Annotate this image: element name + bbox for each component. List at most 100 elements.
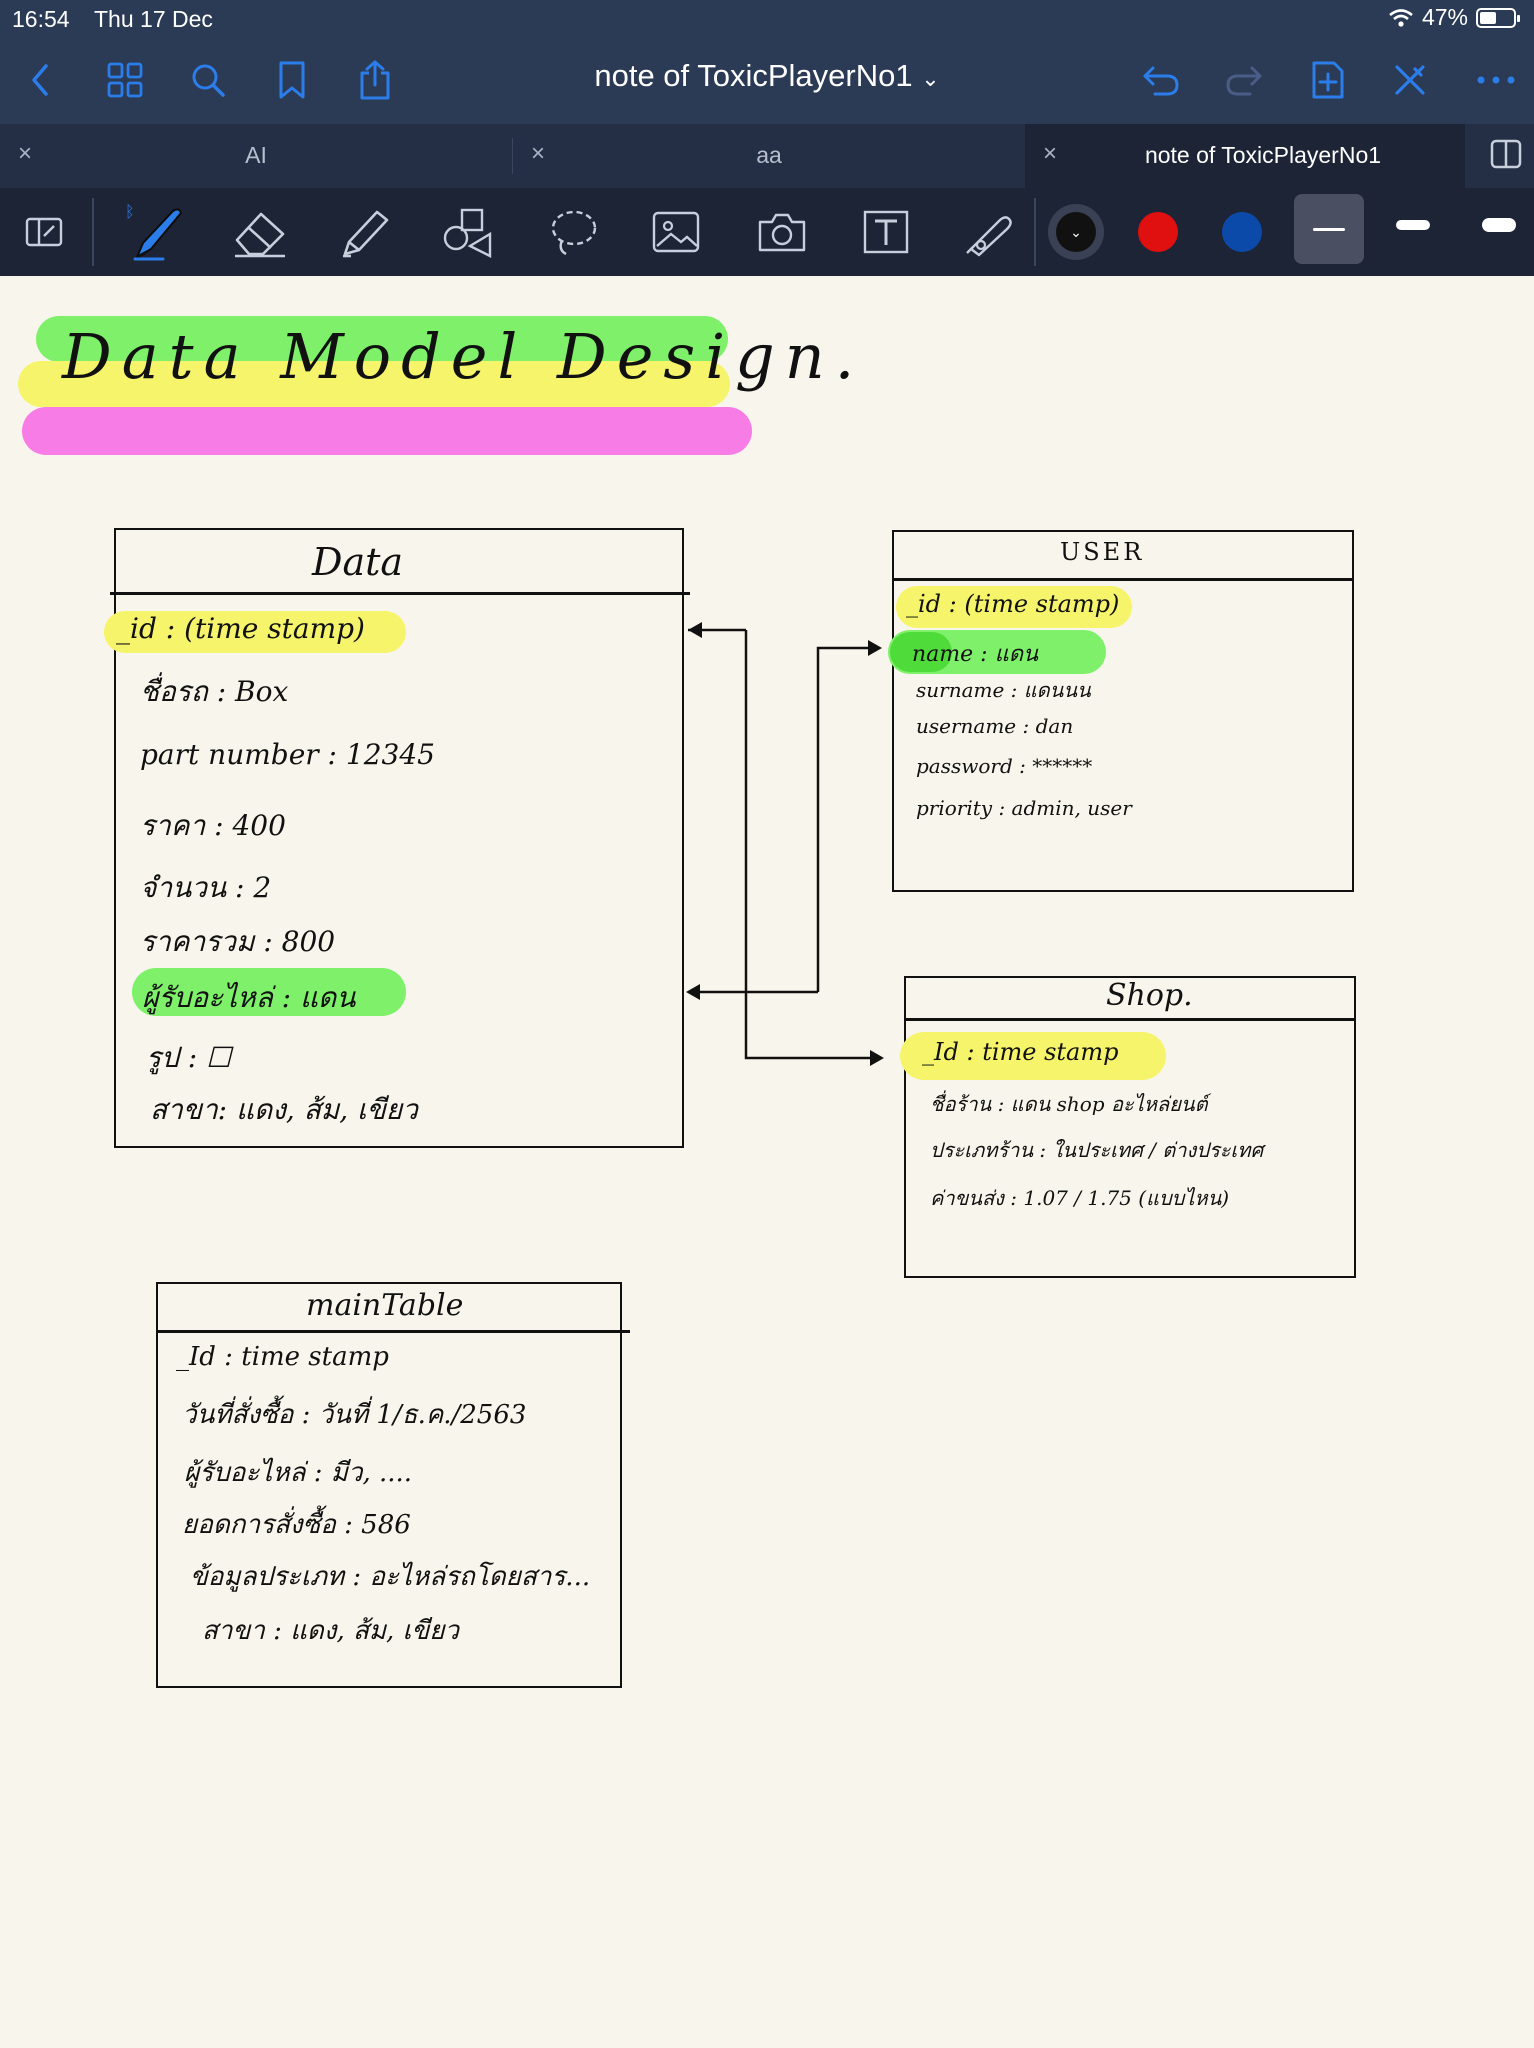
pen-tool[interactable]: ᛒ (122, 202, 190, 262)
lasso-tool[interactable] (544, 202, 604, 262)
search-button[interactable] (184, 56, 232, 104)
tab-ai[interactable]: × AI (0, 124, 512, 188)
share-icon (360, 60, 390, 100)
svg-text:ᛒ: ᛒ (125, 202, 135, 221)
stroke-thin-icon (1313, 227, 1345, 231)
highlight-green (36, 316, 728, 362)
shop-row: ประเภทร้าน : ในประเทศ / ต่างประเทศ (930, 1138, 1264, 1162)
toolbar-divider (1034, 198, 1036, 266)
highlighter-tool[interactable] (334, 202, 394, 262)
back-icon (32, 64, 48, 96)
highlight-yellow (18, 361, 730, 407)
highlight-yellow (896, 586, 1132, 628)
data-row: รูป : ☐ (146, 1041, 232, 1074)
share-button[interactable] (351, 56, 399, 104)
main-row: _Id : time stamp (176, 1342, 389, 1372)
color-swatch-blue[interactable] (1222, 212, 1262, 252)
data-row: ผู้รับอะไหล่ : แดน (142, 981, 356, 1014)
user-table-title: USER (1060, 538, 1145, 566)
battery-icon (1476, 7, 1520, 28)
shop-table-divider (904, 1018, 1356, 1021)
image-tool[interactable] (646, 202, 706, 262)
note-title: Data Model Design. (62, 320, 865, 393)
stroke-width-medium[interactable] (1396, 220, 1430, 230)
laser-pointer-tool[interactable] (958, 202, 1018, 262)
undo-icon (1143, 66, 1179, 96)
highlighter-icon (343, 210, 389, 258)
highlight-yellow (104, 611, 406, 653)
search-icon (192, 64, 225, 97)
data-table-box (114, 528, 684, 1148)
tab-aa[interactable]: × aa (513, 124, 1025, 188)
color-swatch-red[interactable] (1138, 212, 1178, 252)
user-row: priority : admin, user (916, 796, 1132, 820)
shop-row: _Id : time stamp (922, 1038, 1119, 1066)
data-row: สาขา: แดง, ส้ม, เขียว (150, 1093, 418, 1126)
user-row: _id : (time stamp) (906, 590, 1120, 618)
toolbar-divider (92, 198, 94, 266)
pen-icon: ᛒ (125, 202, 183, 261)
camera-icon (758, 213, 806, 252)
camera-tool[interactable] (752, 202, 812, 262)
user-row: name : แดน (912, 642, 1039, 667)
battery-percent: 47% (1421, 4, 1468, 30)
stroke-width-thin[interactable] (1294, 194, 1364, 264)
data-row: _id : (time stamp) (116, 612, 365, 645)
tab-bar: × AI × aa × note of ToxicPlayerNo1 (0, 124, 1534, 188)
tab-close-icon[interactable]: × (531, 140, 546, 167)
lasso-icon (551, 210, 597, 256)
add-page-icon (1312, 61, 1344, 99)
data-table-title: Data (312, 540, 404, 584)
user-row: password : ****** (916, 754, 1093, 778)
thumbnails-button[interactable] (101, 56, 149, 104)
pen-mode-toggle[interactable] (1386, 56, 1434, 104)
highlight-green-dark (890, 632, 952, 672)
user-row: username : dan (916, 714, 1074, 738)
eraser-tool[interactable] (230, 202, 290, 262)
bookmark-button[interactable] (268, 56, 316, 104)
main-row: ยอดการสั่งซื้อ : 586 (182, 1510, 411, 1540)
chevron-down-icon: ⌄ (921, 66, 940, 91)
main-table-divider (156, 1330, 630, 1333)
arrow-head-icon (688, 622, 702, 638)
main-row: วันที่สั่งซื้อ : วันที่ 1/ธ.ค./2563 (182, 1400, 527, 1430)
tab-close-icon[interactable]: × (18, 140, 33, 167)
highlight-green (132, 968, 406, 1016)
data-row: ชื่อรถ : Box (140, 675, 289, 708)
user-table-box (892, 530, 1354, 892)
redo-button[interactable] (1220, 56, 1268, 104)
bookmark-icon (279, 61, 305, 99)
tab-note[interactable]: × note of ToxicPlayerNo1 (1025, 124, 1465, 188)
tab-divider (512, 138, 513, 174)
grid-icon (107, 62, 143, 98)
arrow-head-icon (686, 984, 700, 1000)
close-tool-icon (1395, 65, 1425, 95)
split-view-icon (1490, 139, 1522, 169)
note-canvas[interactable]: Data Model Design. Data _id : (time stam… (0, 276, 1534, 2048)
arrow-head-icon (868, 640, 882, 656)
back-button[interactable] (16, 56, 64, 104)
status-indicators: 47% (1388, 4, 1520, 31)
add-page-button[interactable] (1304, 56, 1352, 104)
connector-data-user (816, 646, 878, 992)
tab-close-icon[interactable]: × (1043, 140, 1058, 167)
data-row: part number : 12345 (140, 738, 435, 771)
connector-data-shop (744, 630, 874, 1060)
read-only-button[interactable] (14, 202, 74, 262)
tab-label: note of ToxicPlayerNo1 (1144, 142, 1382, 168)
more-button[interactable] (1472, 56, 1520, 104)
arrow-head-icon (870, 1050, 884, 1066)
read-only-icon (25, 217, 63, 247)
document-title[interactable]: note of ToxicPlayerNo1 ⌄ (594, 58, 939, 93)
split-view-button[interactable] (1490, 138, 1522, 175)
color-swatch-black[interactable]: ⌄ (1048, 204, 1104, 260)
shapes-tool[interactable] (438, 202, 498, 262)
undo-button[interactable] (1137, 56, 1185, 104)
tab-label: aa (756, 142, 782, 168)
user-row: surname : แดนนน (916, 678, 1091, 702)
more-icon (1477, 76, 1515, 84)
text-tool[interactable] (856, 202, 916, 262)
status-date: Thu 17 Dec (94, 6, 213, 32)
stroke-width-thick[interactable] (1482, 218, 1516, 232)
chevron-down-icon: ⌄ (1056, 212, 1096, 252)
